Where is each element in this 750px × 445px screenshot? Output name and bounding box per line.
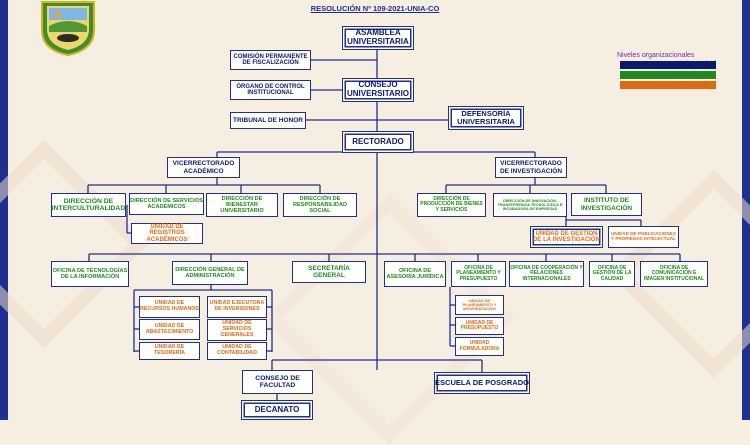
legend-tercer-nivel: Tercer nivel bbox=[620, 81, 716, 89]
node-direccion-bienestar: DIRECCIÓN DE BIENESTAR UNIVERSITARIO bbox=[206, 193, 278, 217]
node-oficina-tecnologias: OFICINA DE TECNOLOGÍAS DE LA INFORMACIÓN bbox=[51, 261, 129, 287]
node-rectorado: RECTORADO bbox=[342, 131, 414, 153]
node-unidad-planeamiento: UNIDAD DE PLANEAMIENTO Y MODERNIZACIÓN bbox=[455, 295, 504, 315]
node-oficina-cooperacion: OFICINA DE COOPERACIÓN Y RELACIONES INTE… bbox=[509, 261, 584, 287]
node-direccion-responsabilidad-social: DIRECCIÓN DE RESPONSABILIDAD SOCIAL bbox=[283, 193, 357, 217]
node-unidad-ejecutora: UNIDAD EJECUTORA DE INVERSIONES bbox=[207, 296, 267, 318]
node-oficina-calidad: OFICINA DE GESTIÓN DE LA CALIDAD bbox=[589, 261, 635, 287]
node-unidad-abastecimiento: UNIDAD DE ABASTECIMIENTO bbox=[139, 319, 200, 340]
node-oficina-planeamiento: OFICINA DE PLANEAMIENTO Y PRESUPUESTO bbox=[451, 261, 506, 287]
node-unidad-contabilidad: UNIDAD DE CONTABILIDAD bbox=[207, 342, 267, 360]
university-seal-logo bbox=[41, 1, 95, 56]
node-unidad-tesoreria: UNIDAD DE TESORERÍA bbox=[139, 342, 200, 360]
node-direccion-interculturalidad: DIRECCIÓN DE INTERCULTURALIDAD bbox=[51, 193, 126, 217]
right-frame-border bbox=[742, 0, 750, 420]
node-unidad-publicaciones: UNIDAD DE PUBLICACIONES Y PROPIEDAD INTE… bbox=[608, 226, 679, 248]
node-direccion-administracion: DIRECCIÓN GENERAL DE ADMINISTRACIÓN bbox=[172, 261, 248, 285]
node-consejo-universitario: CONSEJO UNIVERSITARIO bbox=[342, 78, 414, 102]
node-vicerrectorado-academico: VICERRECTORADO ACADÉMICO bbox=[167, 157, 240, 178]
node-asamblea-universitaria: ASAMBLEA UNIVERSITARIA bbox=[342, 26, 414, 50]
node-oficina-comunicacion: OFICINA DE COMUNICACIÓN E IMAGEN INSTITU… bbox=[640, 261, 708, 287]
legend-primer-nivel: Primer nivel bbox=[620, 61, 716, 69]
resolution-number: RESOLUCIÓN Nº 109-2021-UNIA-CO bbox=[310, 4, 440, 13]
node-secretaria-general: SECRETARÍA GENERAL bbox=[292, 261, 366, 283]
left-frame-border bbox=[0, 0, 8, 420]
legend-segundo-nivel: Segundo nivel bbox=[620, 71, 716, 79]
node-unidad-registros: UNIDAD DE REGISTROS ACADÉMICOS bbox=[131, 223, 203, 244]
node-unidad-gestion-investigacion: UNIDAD DE GESTIÓN DE LA INVESTIGACIÓN bbox=[530, 226, 603, 248]
node-decanato: DECANATO bbox=[241, 400, 313, 420]
node-unidad-presupuesto: UNIDAD DE PRESUPUESTO bbox=[455, 317, 504, 335]
node-comision-fiscalizacion: COMISIÓN PERMANENTE DE FISCALIZACIÓN bbox=[230, 50, 311, 70]
node-consejo-facultad: CONSEJO DE FACULTAD bbox=[242, 370, 313, 394]
node-vicerrectorado-investigacion: VICERRECTORADO DE INVESTIGACIÓN bbox=[495, 157, 567, 178]
node-instituto-investigacion: INSTITUTO DE INVESTIGACIÓN bbox=[571, 193, 642, 216]
node-unidad-formuladora: UNIDAD FORMULADORA bbox=[455, 337, 504, 356]
legend-title: Niveles organizacionales bbox=[617, 52, 695, 59]
node-organo-control: ÓRGANO DE CONTROL INSTITUCIONAL bbox=[230, 80, 311, 100]
node-direccion-innovacion: DIRECCIÓN DE INNOVACIÓN, TRANSFERENCIA T… bbox=[493, 193, 567, 217]
node-direccion-produccion: DIRECCIÓN DE PRODUCCIÓN DE BIENES Y SERV… bbox=[417, 193, 486, 217]
node-unidad-recursos-humanos: UNIDAD DE RECURSOS HUMANOS bbox=[139, 296, 200, 318]
node-oficina-asesoria: OFICINA DE ASESORÍA JURÍDICA bbox=[384, 261, 446, 287]
node-tribunal-honor: TRIBUNAL DE HONOR bbox=[230, 112, 306, 129]
node-defensoria-universitaria: DEFENSORÍA UNIVERSITARIA bbox=[448, 106, 524, 130]
org-chart-connectors bbox=[87, 49, 681, 400]
node-unidad-servicios-generales: UNIDAD DE SERVICIOS GENERALES bbox=[207, 319, 267, 341]
node-escuela-posgrado: ESCUELA DE POSGRADO bbox=[434, 372, 530, 394]
node-direccion-servicios-academicos: DIRECCIÓN DE SERVICIOS ACADÉMICOS bbox=[129, 193, 204, 215]
